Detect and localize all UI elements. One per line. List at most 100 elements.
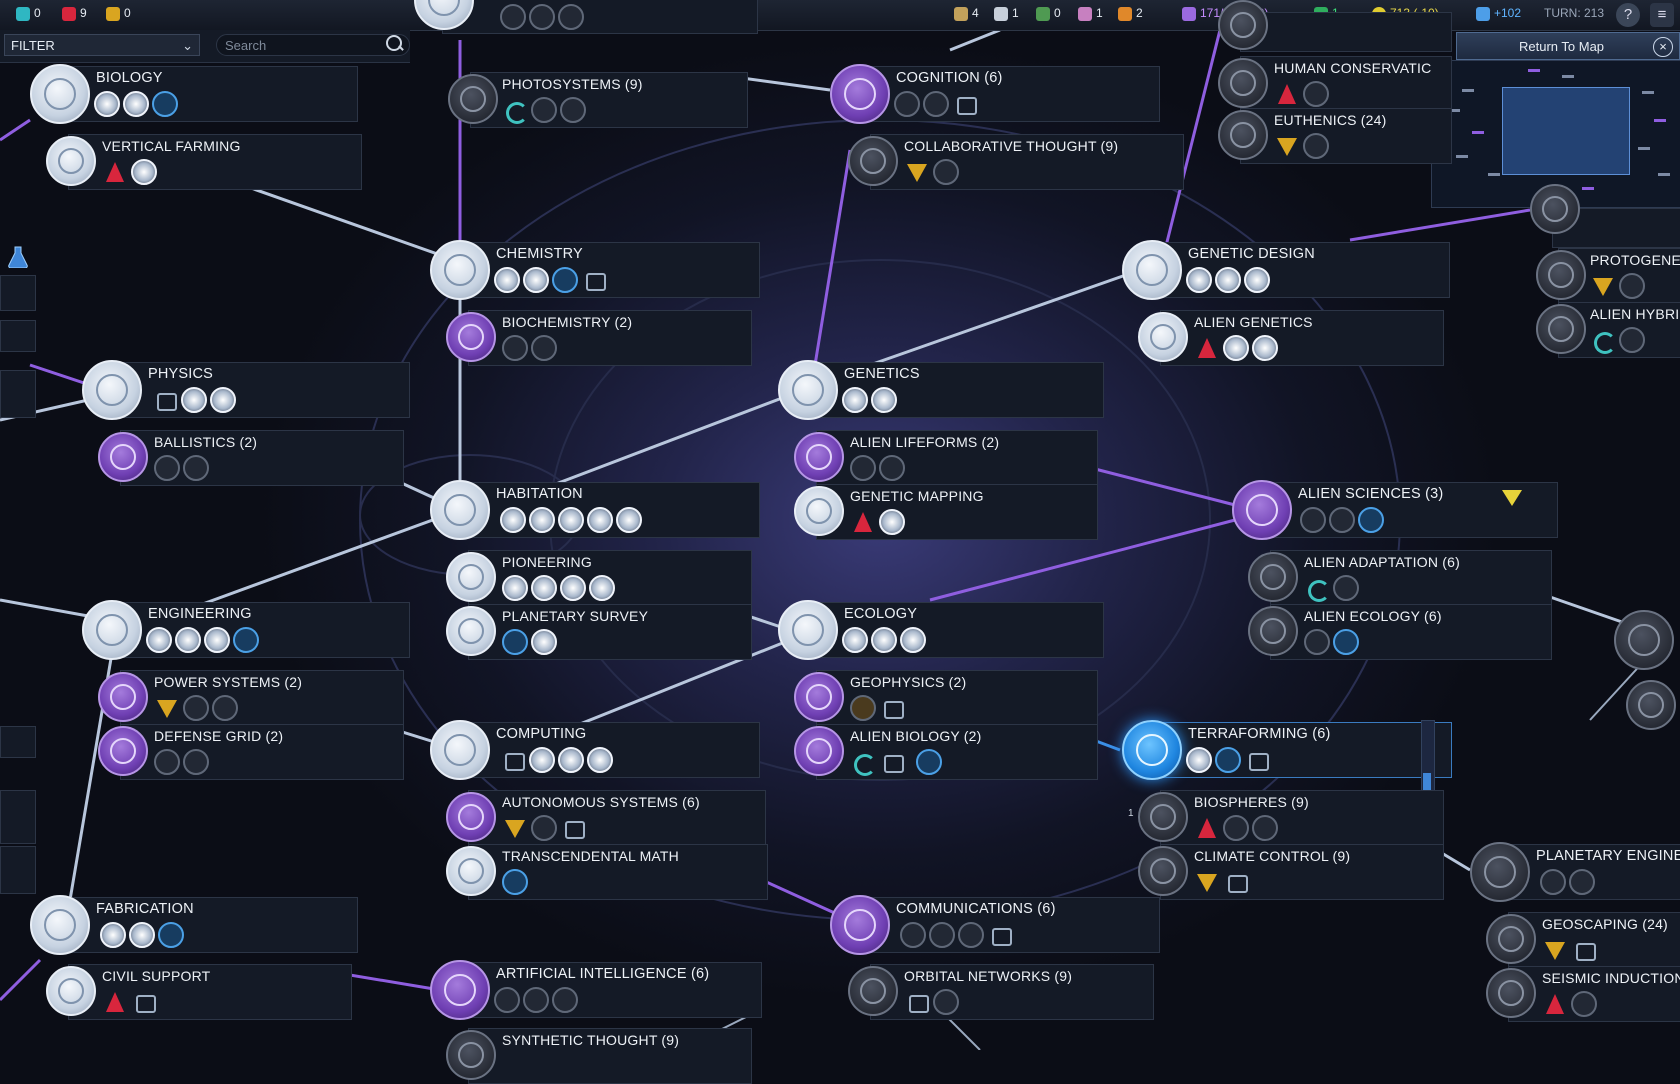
harmony-affinity-icon[interactable] bbox=[1590, 327, 1616, 354]
improvement-icon[interactable] bbox=[523, 267, 549, 293]
offscreen-node-stub[interactable] bbox=[0, 790, 36, 844]
unit-icon[interactable] bbox=[531, 815, 557, 841]
harmony-affinity-icon[interactable] bbox=[850, 749, 876, 776]
menu-icon[interactable]: ≡ bbox=[1650, 3, 1674, 27]
purity-affinity-icon[interactable] bbox=[1194, 869, 1220, 895]
building-icon[interactable] bbox=[589, 575, 615, 601]
building-icon[interactable] bbox=[500, 4, 526, 30]
virtue-icon[interactable] bbox=[1252, 815, 1278, 841]
resource-icon[interactable] bbox=[916, 749, 942, 775]
broadcast-icon[interactable] bbox=[904, 989, 930, 1015]
recycle-icon[interactable] bbox=[500, 507, 526, 533]
satellite-icon[interactable] bbox=[152, 387, 178, 413]
strategic-resource-2[interactable]: 1 bbox=[994, 6, 1019, 21]
help-icon[interactable]: ? bbox=[1616, 3, 1640, 27]
building-icon[interactable] bbox=[502, 335, 528, 361]
building-icon[interactable] bbox=[181, 387, 207, 413]
flag-icon[interactable] bbox=[502, 575, 528, 601]
improvement-icon[interactable] bbox=[1244, 267, 1270, 293]
purity-affinity-icon[interactable] bbox=[502, 815, 528, 841]
purity-affinity-icon[interactable] bbox=[904, 159, 930, 185]
building-icon[interactable] bbox=[183, 749, 209, 775]
virtue-icon[interactable] bbox=[531, 629, 557, 655]
building-icon[interactable] bbox=[879, 509, 905, 535]
virtue-icon[interactable] bbox=[1569, 869, 1595, 895]
purity-affinity-icon[interactable] bbox=[1590, 273, 1616, 299]
improvement-icon[interactable] bbox=[871, 627, 897, 653]
improvement-icon[interactable] bbox=[587, 747, 613, 773]
building-icon[interactable] bbox=[1303, 133, 1329, 159]
vehicle-icon[interactable] bbox=[502, 629, 528, 655]
virtue-icon[interactable] bbox=[1252, 335, 1278, 361]
building-icon[interactable] bbox=[1303, 81, 1329, 107]
building-icon[interactable] bbox=[94, 91, 120, 117]
search-input[interactable] bbox=[216, 34, 410, 56]
minimap-viewport[interactable] bbox=[1502, 87, 1630, 175]
improvement-icon[interactable] bbox=[558, 507, 584, 533]
purity-affinity-icon[interactable] bbox=[154, 695, 180, 721]
improvement-icon[interactable] bbox=[529, 4, 555, 30]
improvement-icon[interactable] bbox=[1571, 991, 1597, 1017]
graduation-cap-icon[interactable] bbox=[952, 91, 978, 117]
building-icon[interactable] bbox=[154, 749, 180, 775]
building-icon[interactable] bbox=[494, 987, 520, 1013]
virtue-icon[interactable] bbox=[1223, 335, 1249, 361]
supremacy-affinity-icon[interactable] bbox=[1194, 815, 1220, 841]
improvement-icon[interactable] bbox=[210, 387, 236, 413]
resource-icon[interactable] bbox=[1333, 629, 1359, 655]
offscreen-node-stub[interactable] bbox=[0, 846, 36, 894]
weather-icon[interactable] bbox=[1223, 869, 1249, 895]
improvement-icon[interactable] bbox=[531, 97, 557, 123]
resource-icon[interactable] bbox=[1215, 747, 1241, 773]
wonder-icon[interactable] bbox=[502, 869, 528, 895]
virtue-icon[interactable] bbox=[558, 4, 584, 30]
improvement-icon[interactable] bbox=[871, 387, 897, 413]
harmony-affinity-icon[interactable] bbox=[1304, 575, 1330, 602]
strategic-resource-1[interactable]: 4 bbox=[954, 6, 979, 21]
virtue-icon[interactable] bbox=[560, 97, 586, 123]
improvement-icon[interactable] bbox=[1304, 629, 1330, 655]
cross-arrows-icon[interactable] bbox=[842, 627, 868, 653]
building-icon[interactable] bbox=[900, 627, 926, 653]
unit-icon[interactable] bbox=[154, 455, 180, 481]
supremacy-affinity-icon[interactable] bbox=[102, 989, 128, 1015]
virtue-icon[interactable] bbox=[1619, 327, 1645, 353]
minimap[interactable] bbox=[1431, 60, 1680, 208]
virtue-icon[interactable] bbox=[1333, 575, 1359, 601]
military-resource[interactable]: 9 bbox=[62, 6, 87, 21]
building-icon[interactable] bbox=[1215, 267, 1241, 293]
diplomacy-resource[interactable]: 0 bbox=[16, 6, 41, 21]
virtue-icon[interactable] bbox=[183, 695, 209, 721]
derrick-icon[interactable] bbox=[581, 267, 607, 293]
supremacy-affinity-icon[interactable] bbox=[102, 159, 128, 185]
close-icon[interactable]: × bbox=[1653, 37, 1673, 57]
supremacy-affinity-icon[interactable] bbox=[1542, 991, 1568, 1017]
supremacy-affinity-icon[interactable] bbox=[1274, 81, 1300, 107]
improvement-icon[interactable] bbox=[958, 922, 984, 948]
improvement-icon[interactable] bbox=[123, 91, 149, 117]
virtue-icon[interactable] bbox=[212, 695, 238, 721]
building-icon[interactable] bbox=[842, 387, 868, 413]
virtue-icon[interactable] bbox=[1223, 815, 1249, 841]
culture-readout[interactable]: +102 bbox=[1476, 6, 1521, 21]
cube-icon[interactable] bbox=[158, 922, 184, 948]
building-icon[interactable] bbox=[204, 627, 230, 653]
petroleum-resource-icon[interactable] bbox=[552, 267, 578, 293]
search-icon[interactable] bbox=[386, 35, 402, 51]
building-icon[interactable] bbox=[175, 627, 201, 653]
affinity-resource[interactable]: 0 bbox=[106, 6, 131, 21]
virtue-icon[interactable] bbox=[1619, 273, 1645, 299]
geothermal-resource-icon[interactable] bbox=[850, 695, 876, 721]
unit-icon[interactable] bbox=[1186, 267, 1212, 293]
improvement-icon[interactable] bbox=[531, 335, 557, 361]
offscreen-node-stub[interactable] bbox=[0, 320, 36, 352]
strategic-resource-4[interactable]: 1 bbox=[1078, 6, 1103, 21]
cubes-icon[interactable] bbox=[1571, 937, 1597, 963]
building-icon[interactable] bbox=[129, 922, 155, 948]
building-icon[interactable] bbox=[1540, 869, 1566, 895]
starburst-icon[interactable] bbox=[529, 507, 555, 533]
wonder-gem-icon[interactable] bbox=[1502, 490, 1522, 506]
building-icon[interactable] bbox=[933, 159, 959, 185]
unit-icon[interactable] bbox=[1186, 747, 1212, 773]
strategic-resource-3[interactable]: 0 bbox=[1036, 6, 1061, 21]
